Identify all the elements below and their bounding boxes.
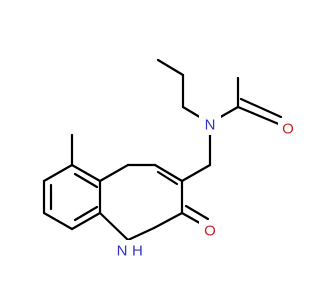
ch2-ring-bond [180, 163, 212, 183]
ring-bond [152, 211, 184, 230]
ring-bond [98, 163, 130, 183]
ring-double-bond [73, 205, 99, 222]
lactam-oxygen-label: O [204, 223, 216, 240]
ring-bond [126, 226, 156, 242]
ring-bond [42, 163, 74, 183]
ring-bond [42, 211, 74, 231]
label-backdrop [116, 240, 144, 262]
label-backdrop [199, 115, 221, 135]
ring-nitrogen-hydrogen-label: H [132, 243, 143, 260]
ring-double-bond [156, 170, 179, 186]
label-backdrop [199, 220, 221, 242]
ring-bond [98, 211, 130, 242]
ring-bond [70, 211, 102, 231]
ring-bond [70, 163, 102, 183]
chemical-structure: N O O N H [42, 58, 298, 262]
ring-bond [153, 163, 184, 183]
amide-nitrogen-label: N [205, 117, 216, 134]
label-backdrop [278, 118, 298, 140]
ring-nitrogen-label: N [117, 243, 128, 260]
carbonyl-bond [236, 105, 283, 127]
ring-double-bond [73, 172, 99, 189]
acetyl-oxygen-label: O [282, 121, 294, 138]
carbonyl-double-bond [239, 97, 283, 119]
propyl-bond [156, 58, 185, 77]
bond-layer [42, 58, 283, 242]
lactam-co-double-bond [184, 204, 210, 221]
atom-label-layer: N O O N H [116, 115, 298, 262]
